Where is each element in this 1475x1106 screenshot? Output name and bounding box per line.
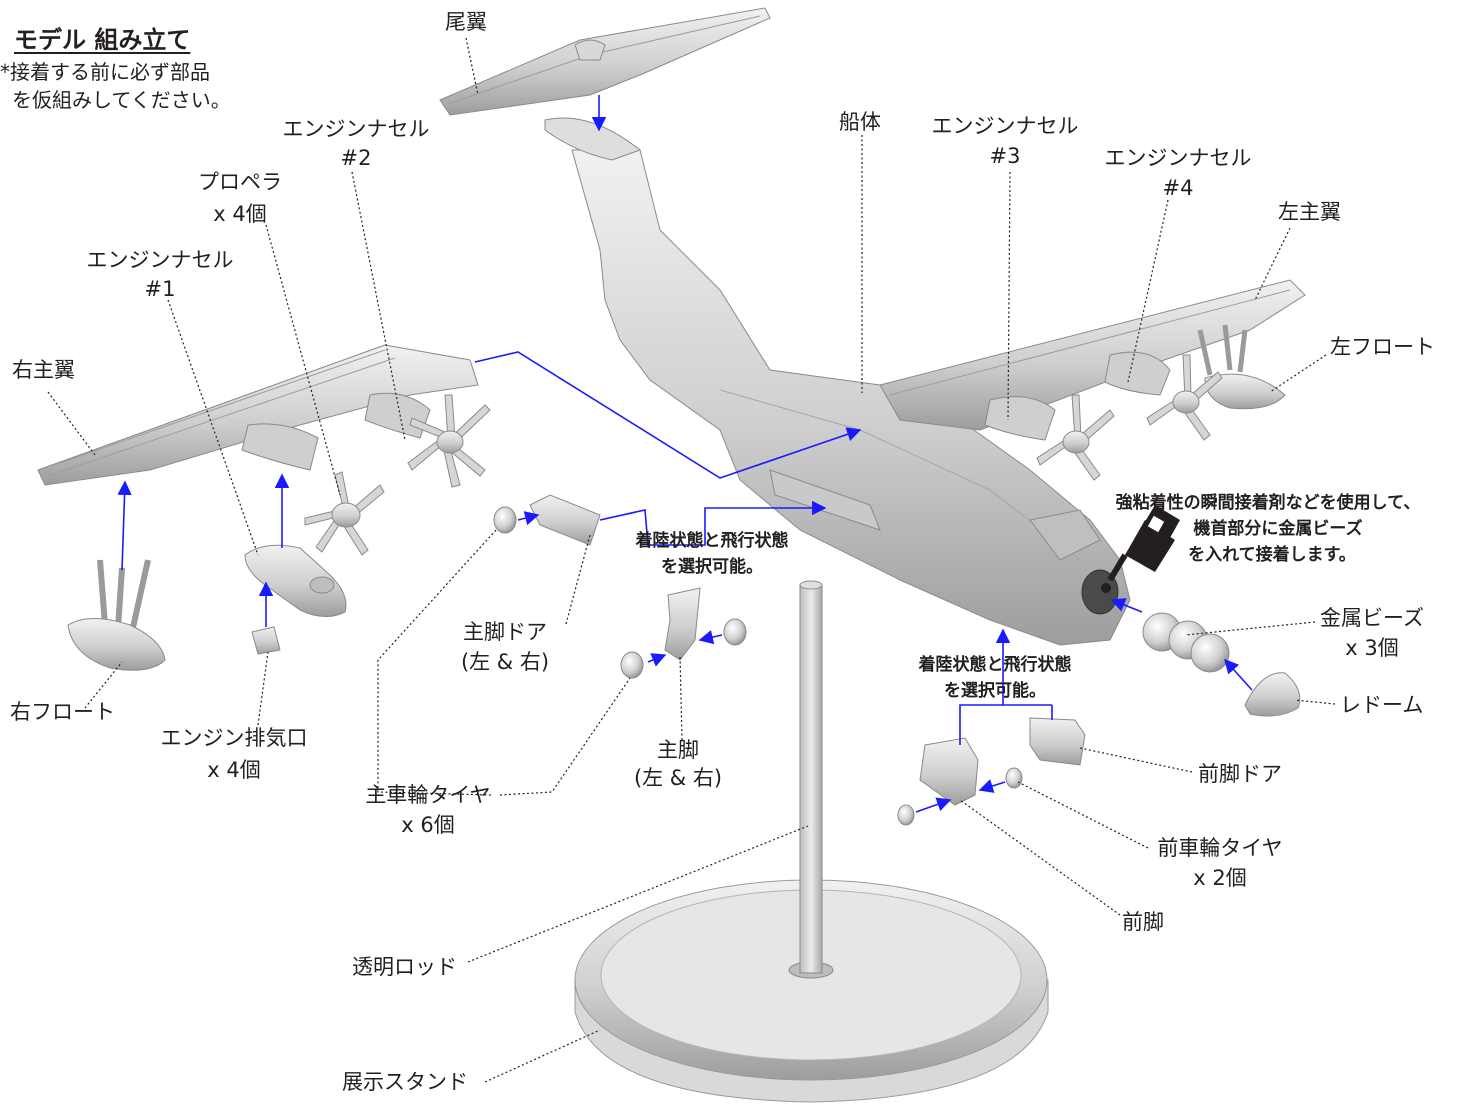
- clear-rod: [799, 580, 823, 974]
- label-metal-beads: 金属ビーズ: [1320, 606, 1424, 630]
- label-main-tire: 主車輪タイヤ: [365, 783, 491, 807]
- label-exhaust-qty: x 4個: [207, 758, 261, 782]
- label-nacelle-3-num: #3: [989, 144, 1021, 168]
- nacelle-1: [244, 544, 347, 617]
- callout-glue-line-1: 強粘着性の瞬間接着剤などを使用して、: [1115, 493, 1421, 513]
- callout-nose-gear-line-1: 着陸状態と飛行状態: [918, 655, 1072, 675]
- callout-glue-line-3: を入れて接着します。: [1188, 545, 1356, 565]
- propeller-4: [1146, 354, 1223, 441]
- main-gear-door-part: [529, 494, 601, 546]
- label-right-float: 右フロート: [10, 700, 115, 724]
- label-nacelle-2: エンジンナセル: [282, 117, 430, 141]
- leader-lines: [47, 37, 1336, 1083]
- main-tire-a: [493, 506, 517, 534]
- label-left-wing: 左主翼: [1278, 200, 1341, 224]
- label-exhaust: エンジン排気口: [160, 726, 308, 750]
- callout-main-gear-line-2: を選択可能。: [661, 557, 763, 577]
- label-nacelle-3: エンジンナセル: [931, 114, 1079, 138]
- label-main-gear: 主脚: [657, 738, 699, 762]
- label-propeller-qty: x 4個: [213, 202, 267, 226]
- propeller-2: [407, 394, 491, 488]
- label-tail: 尾翼: [445, 10, 487, 34]
- label-right-wing: 右主翼: [12, 358, 75, 382]
- callout-nose-gear-line-2: を選択可能。: [944, 681, 1046, 701]
- exhaust-part: [251, 626, 281, 655]
- main-tire-c: [723, 618, 747, 646]
- note-line-1: *接着する前に必ず部品: [0, 60, 210, 84]
- label-main-tire-qty: x 6個: [401, 813, 455, 837]
- label-nacelle-1-num: #1: [144, 277, 176, 301]
- left-float: [1197, 324, 1286, 410]
- nose-gear-part: [919, 737, 979, 806]
- label-left-float: 左フロート: [1330, 335, 1435, 359]
- display-stand: [574, 879, 1049, 1103]
- label-propeller: プロペラ: [198, 170, 282, 194]
- label-nose-tire-qty: x 2個: [1193, 866, 1247, 890]
- nose-tire-b: [1005, 767, 1023, 789]
- assembly-arrows: [117, 95, 1253, 813]
- label-main-gear-lr: (左 & 右): [633, 766, 723, 790]
- radome-part: [1244, 672, 1301, 717]
- label-metal-beads-qty: x 3個: [1345, 636, 1399, 660]
- tail-wing: [439, 7, 771, 116]
- label-nose-gear-door: 前脚ドア: [1198, 762, 1282, 786]
- label-radome: レドーム: [1340, 693, 1424, 717]
- callout-glue-line-2: 機首部分に金属ビーズ: [1193, 519, 1363, 539]
- nose-tire-a: [897, 804, 915, 826]
- main-tire-b: [620, 651, 644, 679]
- label-clear-rod: 透明ロッド: [352, 955, 457, 979]
- right-float: [67, 559, 166, 671]
- label-display-stand: 展示スタンド: [342, 1070, 468, 1094]
- note-line-2: を仮組みしてください。: [12, 88, 231, 112]
- label-main-gear-door-lr: (左 & 右): [460, 650, 550, 674]
- label-main-gear-door: 主脚ドア: [463, 620, 547, 644]
- glue-bottle-icon: [1101, 505, 1180, 593]
- label-hull: 船体: [839, 110, 881, 134]
- metal-beads: [1142, 612, 1230, 673]
- label-nacelle-2-num: #2: [340, 146, 372, 170]
- label-nacelle-4-num: #4: [1162, 176, 1194, 200]
- nose-gear-door-part: [1029, 717, 1086, 766]
- propeller-loose: [304, 471, 385, 556]
- label-nacelle-1: エンジンナセル: [86, 248, 234, 272]
- label-nose-tire: 前車輪タイヤ: [1157, 836, 1283, 860]
- callout-main-gear-line-1: 着陸状態と飛行状態: [635, 531, 789, 551]
- page-title: モデル 組み立て: [14, 26, 191, 54]
- hull: [544, 117, 1131, 646]
- main-gear-part: [664, 587, 701, 661]
- propeller-3: [1036, 394, 1115, 481]
- label-nose-gear: 前脚: [1122, 910, 1164, 934]
- left-main-wing: [879, 279, 1306, 441]
- label-nacelle-4: エンジンナセル: [1104, 146, 1252, 170]
